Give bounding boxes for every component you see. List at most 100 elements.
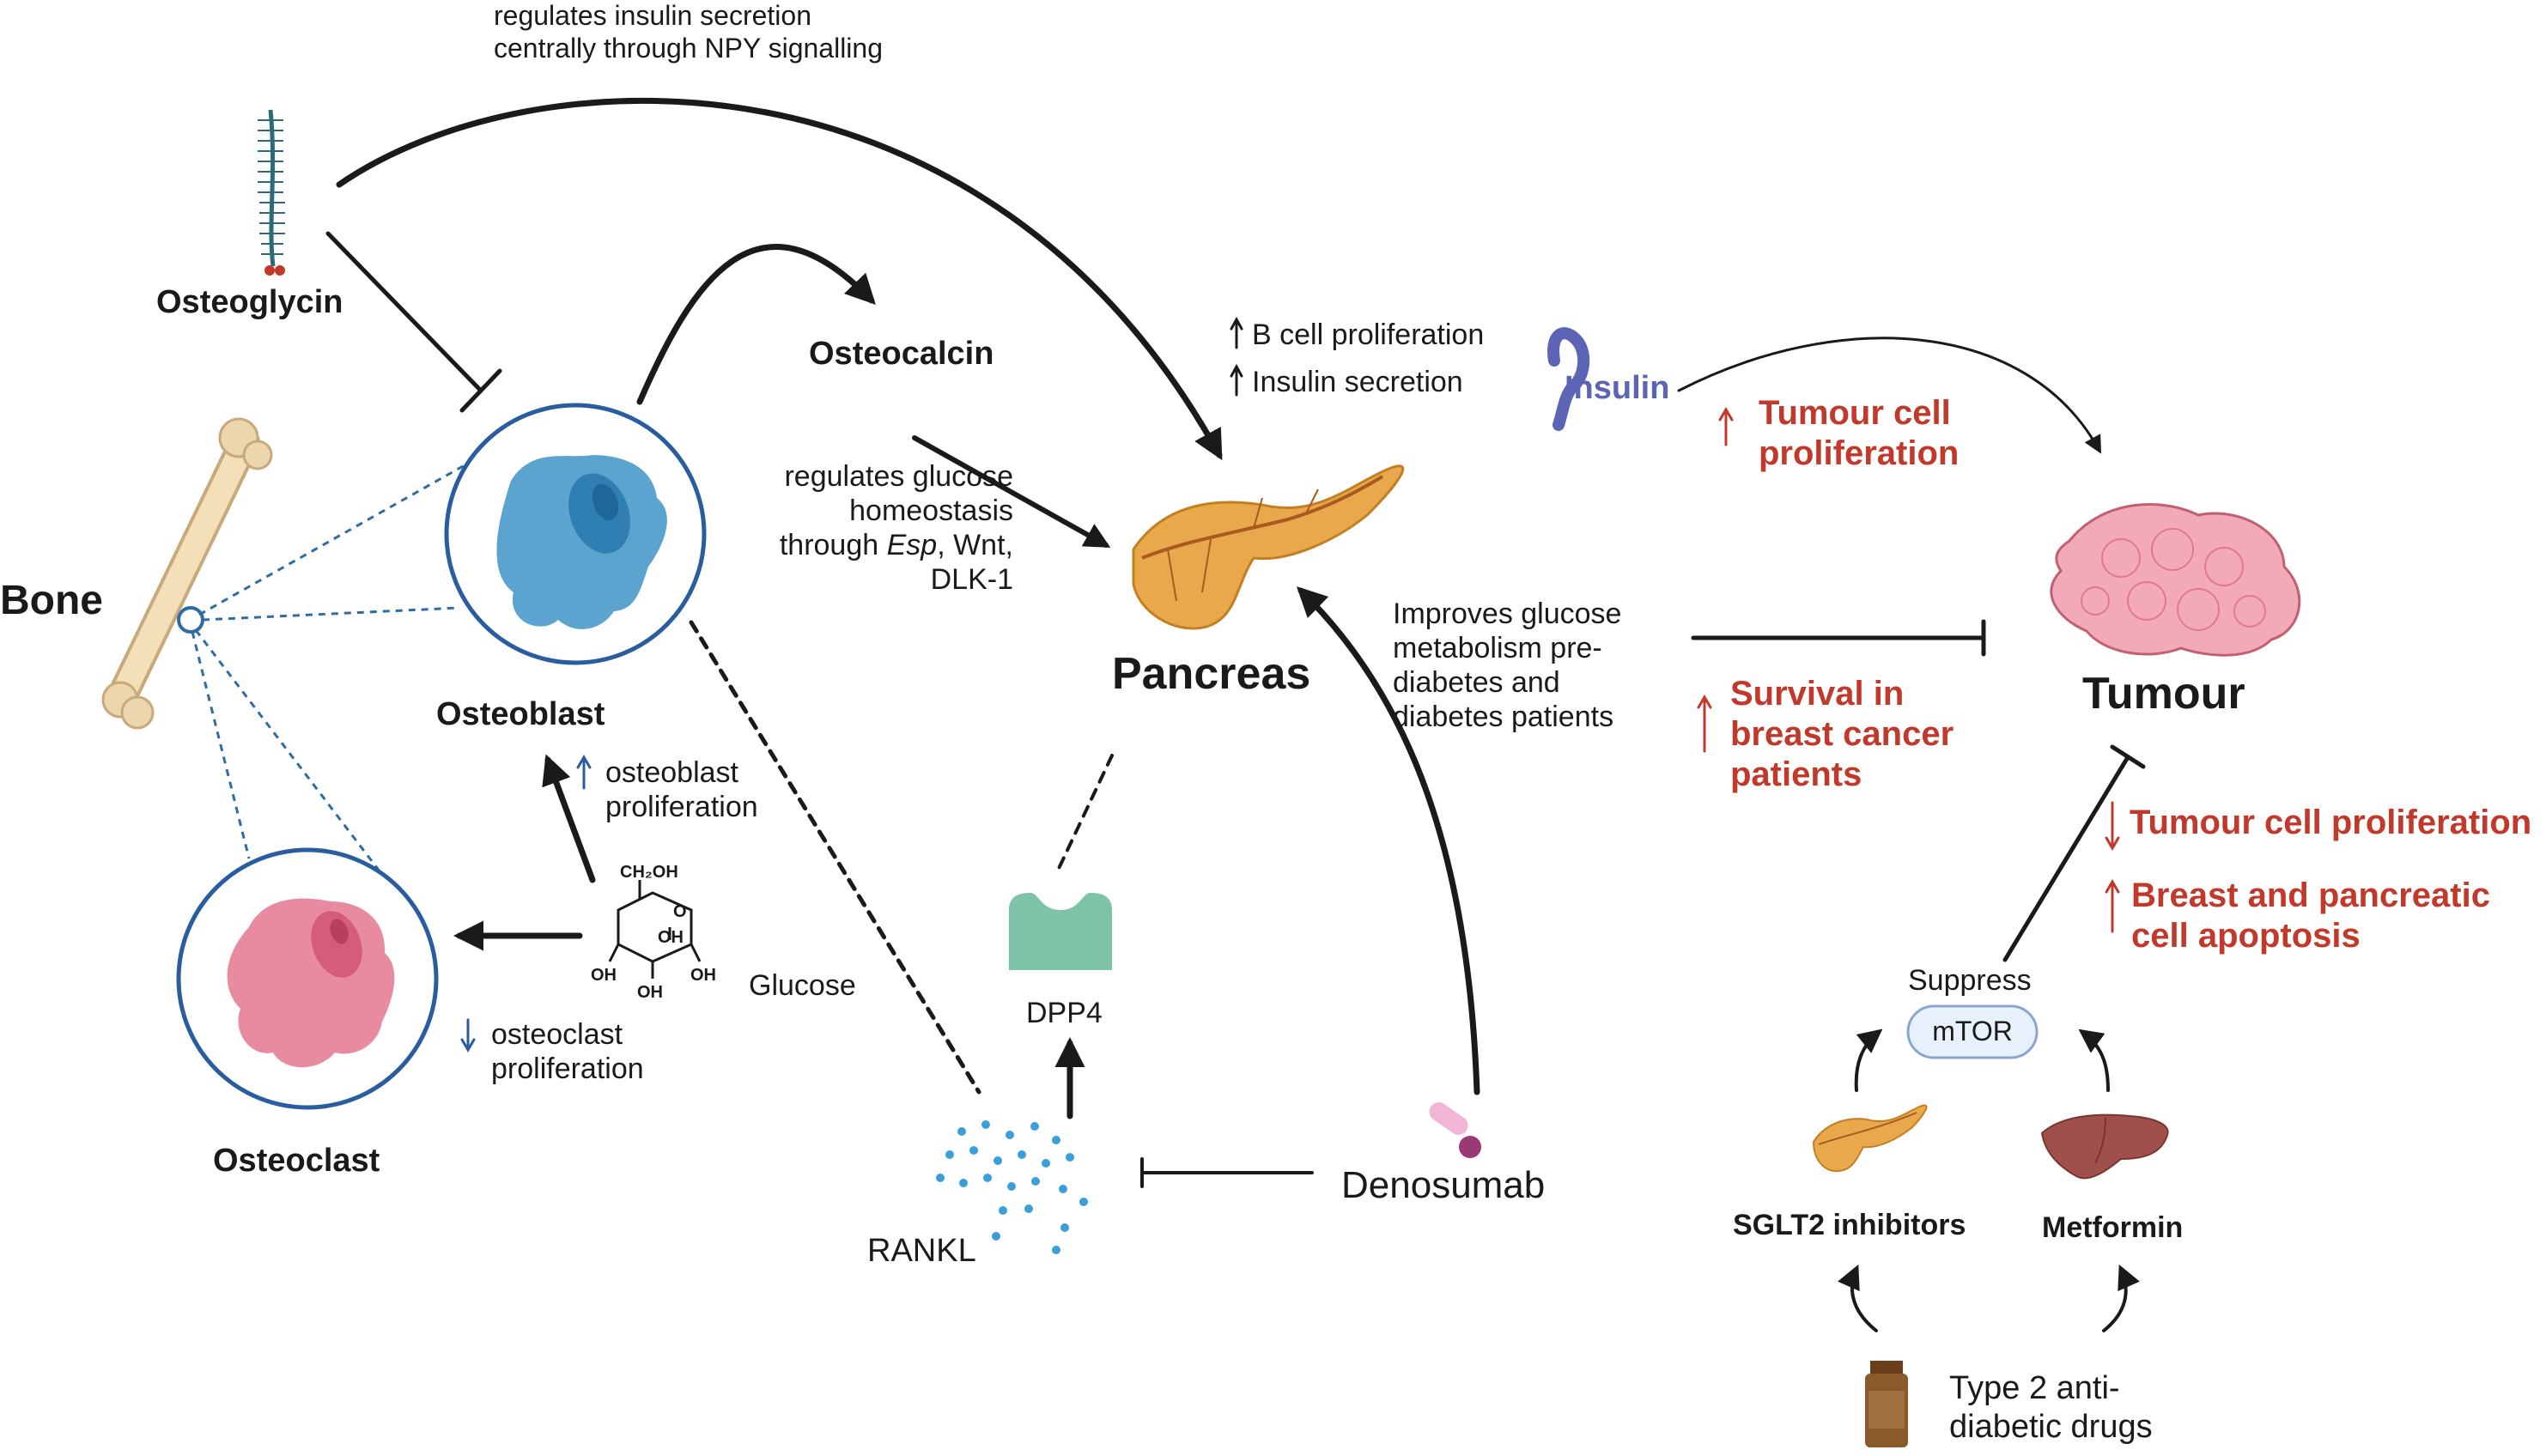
osteoclast-cell-icon bbox=[176, 847, 439, 1110]
pancreas-dpp4-dashed bbox=[1054, 754, 1114, 876]
glucose-oh-label-3: OH bbox=[637, 983, 663, 1002]
dpp4-label: DPP4 bbox=[1026, 997, 1103, 1029]
insulin-protein-icon bbox=[1547, 327, 1590, 431]
mtor-inhibit-bar bbox=[2110, 744, 2146, 769]
pancreas-icon bbox=[1132, 464, 1405, 630]
glucose-homeostasis-line-3: through Esp, Wnt, bbox=[730, 528, 1013, 562]
type2-drugs-line-2: diabetic drugs bbox=[1949, 1408, 2153, 1445]
osteoblast-rankl-dashed bbox=[689, 620, 981, 1095]
b-cell-up-arrow-icon bbox=[1230, 316, 1243, 349]
osteoclast-prolif-annotation: osteoclast proliferation bbox=[491, 1017, 644, 1086]
glucose-to-osteoblast-arrow bbox=[542, 754, 596, 883]
tumour-prolif-up-annotation: Tumour cell proliferation bbox=[1759, 393, 1959, 474]
denosumab-label: Denosumab bbox=[1341, 1164, 1546, 1206]
dpp4-receptor-icon bbox=[1009, 893, 1112, 970]
drugs-to-sglt2-arrow bbox=[1838, 1264, 1878, 1332]
bone-icon bbox=[101, 417, 273, 730]
glucose-homeostasis-line-2: homeostasis bbox=[849, 494, 1013, 528]
survival-line-3: patients bbox=[1730, 755, 1862, 794]
rankl-label: RANKL bbox=[867, 1233, 976, 1269]
small-arrows bbox=[460, 316, 2120, 1053]
liver-icon bbox=[2040, 1113, 2169, 1180]
mtor-label: mTOR bbox=[1932, 1016, 2013, 1046]
mtor-box bbox=[1906, 1004, 2039, 1059]
npy-annotation-line-1: regulates insulin secretion bbox=[494, 0, 811, 31]
osteoblast-up-arrow-icon bbox=[576, 755, 592, 790]
osteoblast-prolif-line-2: proliferation bbox=[605, 791, 758, 824]
pill-bottle-icon bbox=[1865, 1361, 1908, 1447]
tumour-label: Tumour bbox=[2082, 669, 2245, 719]
osteoclast-down-arrow-icon bbox=[460, 1018, 476, 1053]
bone-dotted-links bbox=[191, 445, 499, 898]
glucose-homeostasis-through: through bbox=[779, 529, 887, 562]
sglt2-label: SGLT2 inhibitors bbox=[1733, 1209, 1966, 1241]
osteoblast-label: Osteoblast bbox=[436, 696, 605, 732]
osteoblast-prolif-line-1: osteoblast bbox=[605, 756, 738, 789]
glucose-homeostasis-annotation: regulates glucose homeostasis through Es… bbox=[730, 459, 1013, 597]
tumour-prolif-up-arrow-icon bbox=[1718, 407, 1734, 446]
glucose-oh-label-1: OH bbox=[658, 928, 684, 947]
insulin-secretion-up-arrow-icon bbox=[1230, 363, 1243, 397]
tumour-prolif-down-arrow-icon bbox=[2105, 801, 2120, 851]
bone-label: Bone bbox=[0, 578, 103, 623]
glucose-homeostasis-line-4: DLK-1 bbox=[930, 563, 1013, 597]
apoptosis-line-1: Breast and pancreatic bbox=[2131, 877, 2490, 914]
survival-up-arrow-icon bbox=[1697, 695, 1712, 753]
npy-annotation: regulates insulin secretion centrally th… bbox=[494, 0, 883, 65]
connector-lines bbox=[325, 97, 2146, 1332]
type2-drugs-line-1: Type 2 anti- bbox=[1949, 1370, 2120, 1406]
improves-line-4: diabetes patients bbox=[1393, 701, 1614, 734]
osteoblast-to-osteocalcin-arrow bbox=[636, 244, 876, 405]
improves-line-2: metabolism pre- bbox=[1393, 632, 1602, 665]
improves-annotation: Improves glucose metabolism pre- diabete… bbox=[1393, 597, 1621, 734]
pancreas-label: Pancreas bbox=[1112, 649, 1311, 699]
npy-arrow bbox=[336, 97, 1223, 461]
suppress-annotation: Suppress bbox=[1908, 964, 2032, 997]
osteoglycin-label: Osteoglycin bbox=[156, 284, 343, 320]
mtor-inhibit-line bbox=[2002, 755, 2130, 962]
sglt2-to-mtor-arrow bbox=[1854, 1028, 1883, 1092]
osteoblast-prolif-annotation: osteoblast proliferation bbox=[605, 755, 758, 824]
improves-line-1: Improves glucose bbox=[1393, 598, 1622, 630]
osteoglycin-inhibit-bar bbox=[459, 368, 502, 413]
survival-line-2: breast cancer bbox=[1730, 715, 1954, 754]
apoptosis-line-2: cell apoptosis bbox=[2131, 917, 2361, 956]
tumour-prolif-down-annotation: Tumour cell proliferation bbox=[2130, 804, 2532, 841]
glucose-ch2oh-label: CH₂OH bbox=[620, 863, 678, 882]
denosumab-to-pancreas-arrow bbox=[1296, 586, 1480, 1095]
glucose-oh-label-4: OH bbox=[690, 966, 716, 985]
glucose-homeostasis-wnt: , Wnt, bbox=[937, 529, 1013, 562]
npy-annotation-line-2: centrally through NPY signalling bbox=[494, 32, 883, 64]
insulin-secretion-annotation: Insulin secretion bbox=[1252, 366, 1463, 398]
glucose-label: Glucose bbox=[749, 969, 856, 1002]
improves-line-3: diabetes and bbox=[1393, 666, 1560, 700]
apoptosis-annotation: Breast and pancreatic cell apoptosis bbox=[2131, 876, 2490, 956]
metformin-to-mtor-arrow bbox=[2078, 1028, 2110, 1092]
type2-drugs-annotation: Type 2 anti- diabetic drugs bbox=[1949, 1369, 2153, 1447]
tumour-prolif-up-line-1: Tumour cell bbox=[1759, 394, 1951, 432]
glucose-homeostasis-line-1: regulates glucose bbox=[784, 460, 1013, 493]
tumour-icon bbox=[2050, 503, 2301, 657]
glucose-homeostasis-esp: Esp bbox=[886, 529, 938, 562]
osteoclast-prolif-line-2: proliferation bbox=[491, 1053, 644, 1086]
metformin-label: Metformin bbox=[2042, 1211, 2184, 1244]
osteoglycin-protein-icon bbox=[258, 109, 285, 276]
denosumab-pill-icon bbox=[1429, 1101, 1481, 1158]
osteocalcin-to-pancreas-arrow bbox=[912, 435, 1111, 548]
osteoblast-cell-icon bbox=[444, 403, 707, 665]
tumour-prolif-up-line-2: proliferation bbox=[1759, 434, 1960, 473]
survival-annotation: Survival in breast cancer patients bbox=[1730, 674, 1954, 796]
b-cell-annotation: B cell proliferation bbox=[1252, 318, 1485, 351]
apoptosis-up-arrow-icon bbox=[2105, 879, 2120, 933]
rankl-particles-icon bbox=[936, 1120, 1088, 1254]
glucose-ring-o-label: O bbox=[673, 902, 687, 921]
insulin-label: Insulin bbox=[1565, 370, 1670, 406]
insulin-to-tumour-arrow bbox=[1677, 337, 2102, 454]
glucose-molecule-icon bbox=[608, 880, 702, 979]
osteoglycin-inhibit-line bbox=[325, 231, 483, 393]
osteoclast-label: Osteoclast bbox=[213, 1143, 380, 1179]
osteoclast-prolif-line-1: osteoclast bbox=[491, 1018, 623, 1051]
glucose-oh-label-2: OH bbox=[591, 966, 617, 985]
drugs-to-metformin-arrow bbox=[2102, 1264, 2140, 1332]
